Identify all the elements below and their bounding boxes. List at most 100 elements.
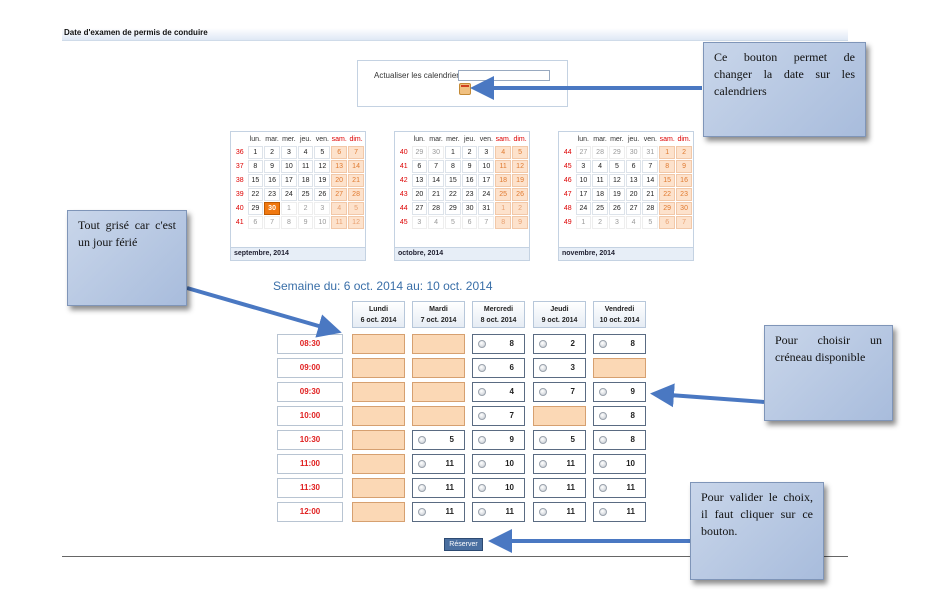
slot-available[interactable]: 10 xyxy=(472,454,525,474)
calendar-day[interactable]: 15 xyxy=(659,174,676,187)
calendar-day[interactable]: 30 xyxy=(676,202,692,215)
radio-icon[interactable] xyxy=(478,484,486,492)
calendar-day[interactable]: 25 xyxy=(495,188,512,201)
slot-available[interactable]: 11 xyxy=(533,454,586,474)
slot-available[interactable]: 7 xyxy=(533,382,586,402)
calendar-day[interactable]: 4 xyxy=(297,146,314,159)
radio-icon[interactable] xyxy=(539,364,547,372)
calendar-day[interactable]: 7 xyxy=(478,216,495,229)
calendar-day[interactable]: 4 xyxy=(495,146,512,159)
radio-icon[interactable] xyxy=(418,484,426,492)
slot-available[interactable]: 11 xyxy=(533,502,586,522)
calendar-day[interactable]: 26 xyxy=(314,188,331,201)
calendar-day[interactable]: 2 xyxy=(297,202,314,215)
slot-available[interactable]: 2 xyxy=(533,334,586,354)
calendar-day[interactable]: 17 xyxy=(280,174,297,187)
calendar-day[interactable]: 11 xyxy=(297,160,314,173)
calendar-day[interactable]: 8 xyxy=(247,160,264,173)
calendar-day[interactable]: 16 xyxy=(264,174,280,187)
radio-icon[interactable] xyxy=(418,460,426,468)
radio-icon[interactable] xyxy=(478,460,486,468)
calendar-day[interactable]: 8 xyxy=(659,160,676,173)
calendar-day[interactable]: 4 xyxy=(592,160,608,173)
slot-available[interactable]: 11 xyxy=(412,478,465,498)
calendar-day[interactable]: 10 xyxy=(280,160,297,173)
calendar-day[interactable]: 15 xyxy=(444,174,461,187)
calendar-day[interactable]: 1 xyxy=(575,216,592,229)
calendar-day[interactable]: 13 xyxy=(411,174,428,187)
calendar-day[interactable]: 23 xyxy=(676,188,692,201)
radio-icon[interactable] xyxy=(539,508,547,516)
date-input[interactable] xyxy=(458,70,550,81)
calendar-day[interactable]: 18 xyxy=(297,174,314,187)
calendar-day[interactable]: 27 xyxy=(331,188,348,201)
calendar-day[interactable]: 21 xyxy=(642,188,659,201)
calendar-day[interactable]: 15 xyxy=(247,174,264,187)
calendar-day[interactable]: 10 xyxy=(314,216,331,229)
calendar-day[interactable]: 6 xyxy=(625,160,642,173)
calendar-button-icon[interactable] xyxy=(459,83,471,95)
calendar-day[interactable]: 24 xyxy=(575,202,592,215)
calendar-day[interactable]: 24 xyxy=(478,188,495,201)
calendar-day[interactable]: 22 xyxy=(247,188,264,201)
calendar-day[interactable]: 6 xyxy=(461,216,478,229)
calendar-day[interactable]: 27 xyxy=(575,146,592,159)
calendar-day[interactable]: 13 xyxy=(331,160,348,173)
calendar-day[interactable]: 28 xyxy=(428,202,444,215)
slot-available[interactable]: 8 xyxy=(472,334,525,354)
calendar-day[interactable]: 12 xyxy=(314,160,331,173)
calendar-day[interactable]: 30 xyxy=(625,146,642,159)
calendar-day[interactable]: 2 xyxy=(592,216,608,229)
slot-available[interactable]: 11 xyxy=(593,478,646,498)
calendar-day[interactable]: 5 xyxy=(444,216,461,229)
calendar-day[interactable]: 17 xyxy=(575,188,592,201)
calendar-day[interactable]: 14 xyxy=(642,174,659,187)
calendar-day[interactable]: 16 xyxy=(676,174,692,187)
calendar-day[interactable]: 7 xyxy=(428,160,444,173)
radio-icon[interactable] xyxy=(539,388,547,396)
calendar-day[interactable]: 20 xyxy=(411,188,428,201)
calendar-day[interactable]: 25 xyxy=(297,188,314,201)
calendar-day[interactable]: 5 xyxy=(642,216,659,229)
calendar-day[interactable]: 25 xyxy=(592,202,608,215)
calendar-day[interactable]: 9 xyxy=(512,216,528,229)
calendar-day[interactable]: 20 xyxy=(331,174,348,187)
radio-icon[interactable] xyxy=(539,460,547,468)
slot-available[interactable]: 11 xyxy=(472,502,525,522)
calendar-day[interactable]: 5 xyxy=(608,160,625,173)
calendar-day[interactable]: 10 xyxy=(575,174,592,187)
calendar-day[interactable]: 3 xyxy=(575,160,592,173)
calendar-day[interactable]: 11 xyxy=(495,160,512,173)
calendar-day[interactable]: 6 xyxy=(247,216,264,229)
slot-available[interactable]: 11 xyxy=(412,502,465,522)
calendar-day[interactable]: 27 xyxy=(411,202,428,215)
slot-available[interactable]: 5 xyxy=(412,430,465,450)
slot-available[interactable]: 10 xyxy=(593,454,646,474)
calendar-day[interactable]: 3 xyxy=(411,216,428,229)
calendar-day[interactable]: 31 xyxy=(642,146,659,159)
calendar-day[interactable]: 12 xyxy=(512,160,528,173)
calendar-day[interactable]: 12 xyxy=(608,174,625,187)
calendar-day[interactable]: 19 xyxy=(512,174,528,187)
radio-icon[interactable] xyxy=(478,508,486,516)
calendar-day[interactable]: 24 xyxy=(280,188,297,201)
calendar-day[interactable]: 28 xyxy=(642,202,659,215)
slot-available[interactable]: 4 xyxy=(472,382,525,402)
calendar-day[interactable]: 7 xyxy=(642,160,659,173)
calendar-day[interactable]: 30 xyxy=(264,202,280,215)
calendar-day[interactable]: 6 xyxy=(411,160,428,173)
radio-icon[interactable] xyxy=(599,460,607,468)
calendar-day[interactable]: 31 xyxy=(478,202,495,215)
calendar-day[interactable]: 9 xyxy=(676,160,692,173)
slot-available[interactable]: 8 xyxy=(593,430,646,450)
calendar-day[interactable]: 29 xyxy=(444,202,461,215)
calendar-day[interactable]: 1 xyxy=(280,202,297,215)
calendar-day[interactable]: 7 xyxy=(264,216,280,229)
radio-icon[interactable] xyxy=(418,508,426,516)
calendar-day[interactable]: 27 xyxy=(625,202,642,215)
calendar-day[interactable]: 7 xyxy=(348,146,364,159)
calendar-day[interactable]: 28 xyxy=(348,188,364,201)
calendar-day[interactable]: 11 xyxy=(592,174,608,187)
slot-available[interactable]: 11 xyxy=(412,454,465,474)
radio-icon[interactable] xyxy=(599,340,607,348)
